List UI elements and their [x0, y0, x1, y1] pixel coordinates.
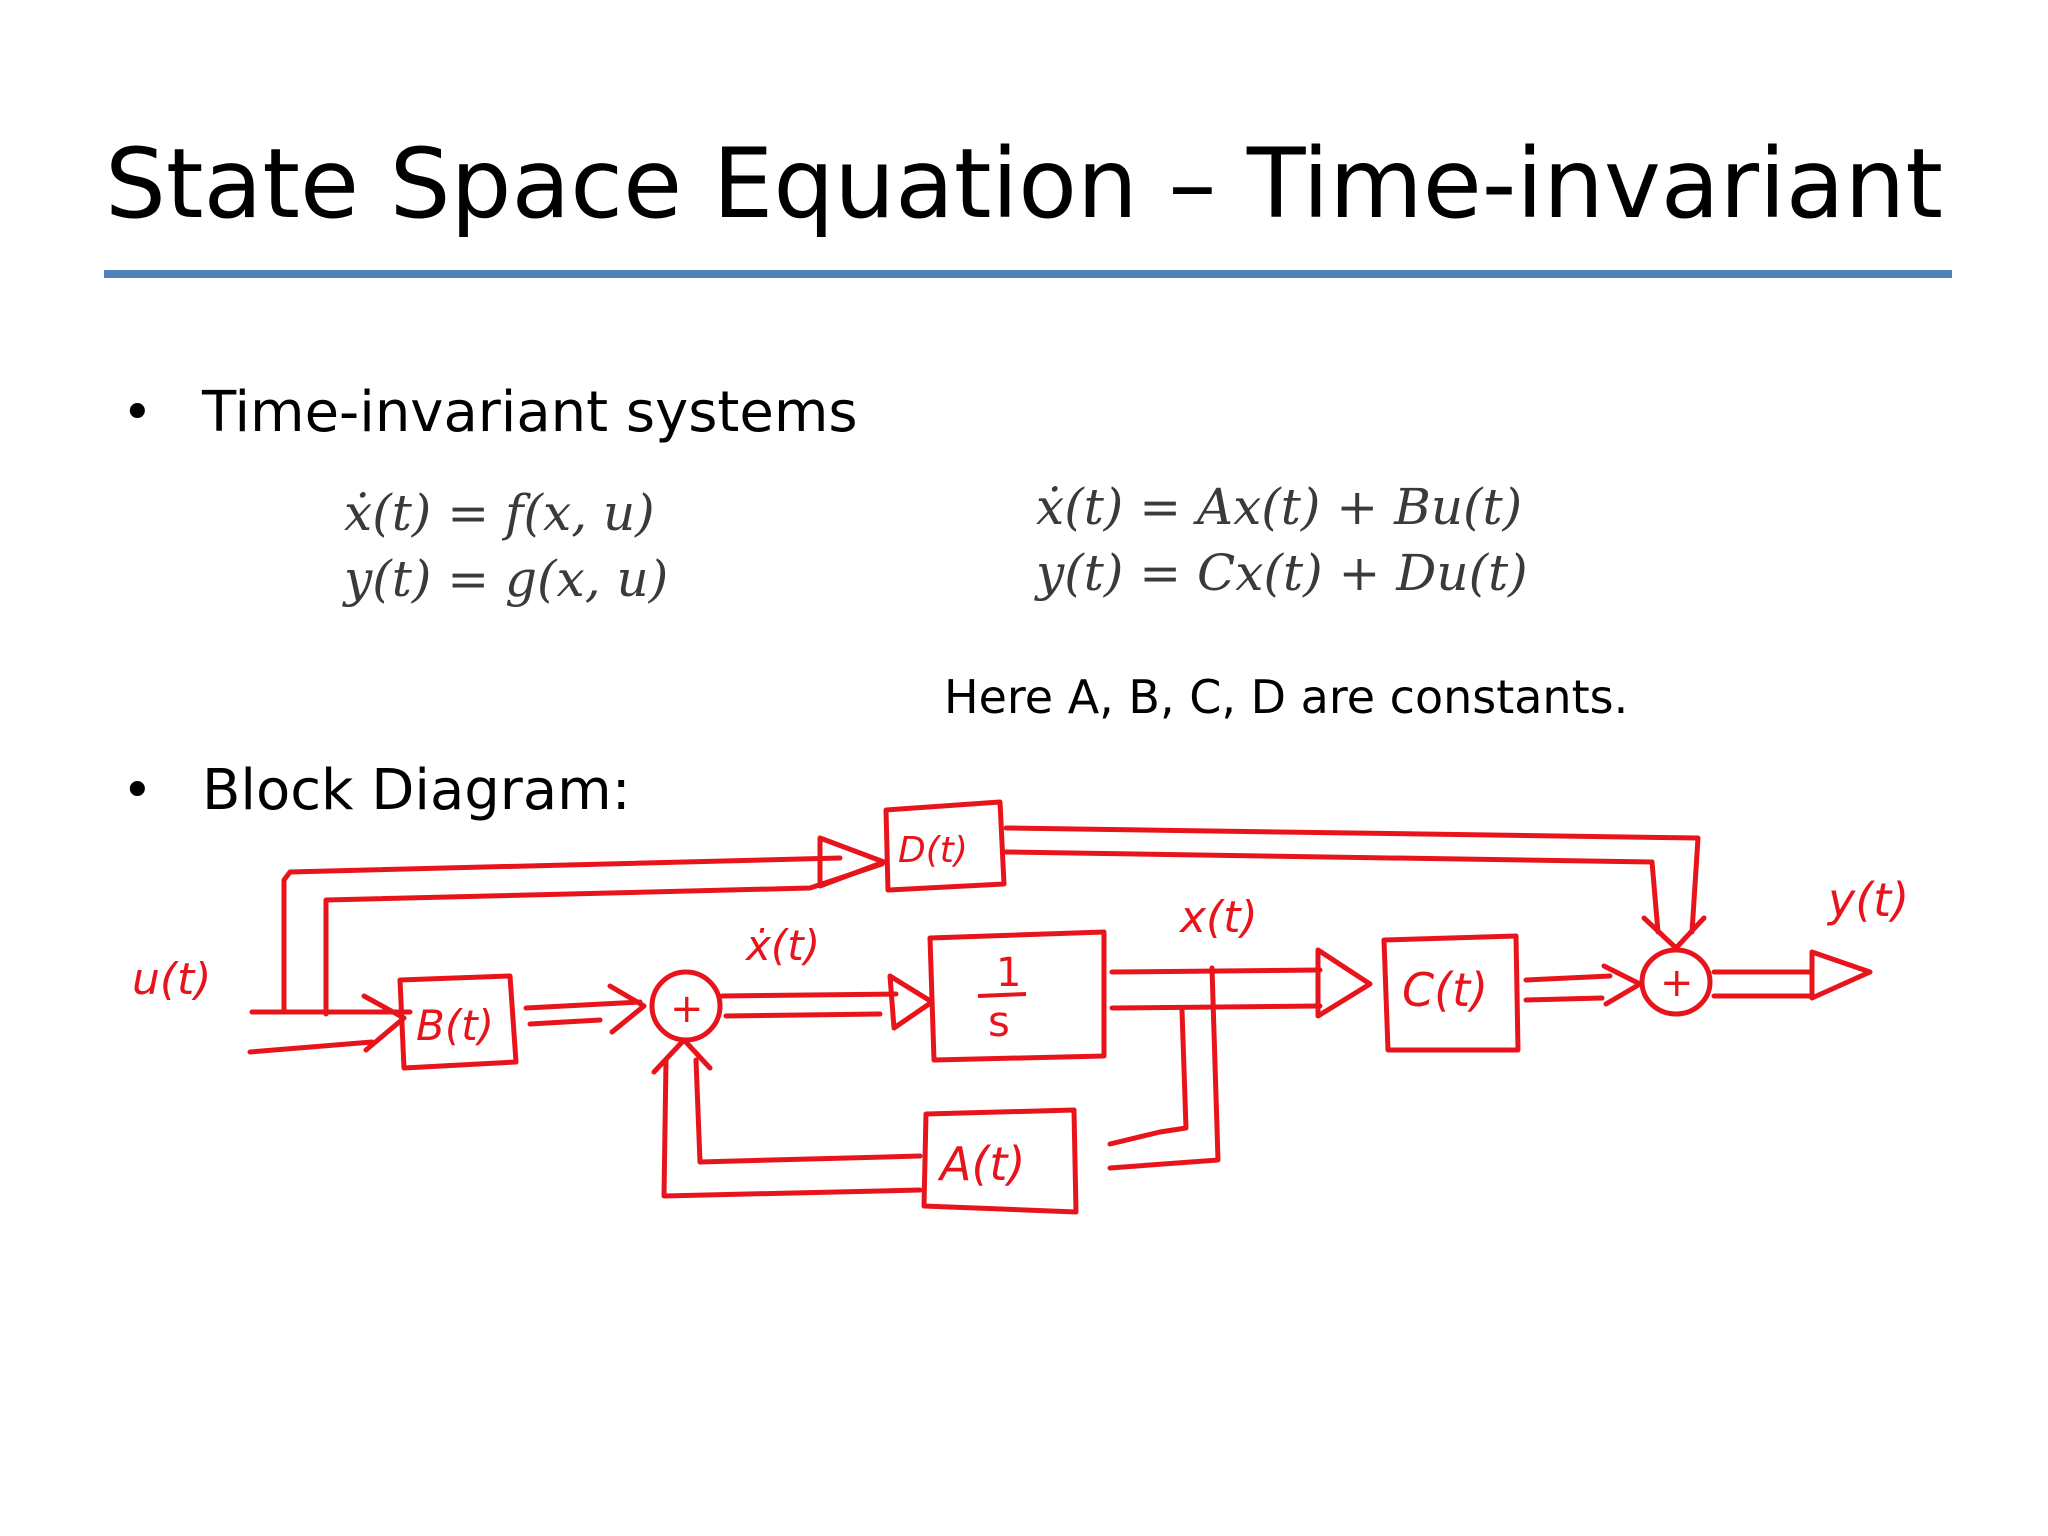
output-arrow [1809, 949, 1873, 1001]
derivative-label: ẋ(t) [744, 921, 820, 970]
equation-general: ẋ(t) = f(x, u) y(t) = g(x, u) [344, 480, 668, 612]
d-block [883, 799, 1007, 893]
constants-note: Here A, B, C, D are constants. [944, 670, 1629, 724]
b-output-line [523, 999, 643, 1011]
state-line [1109, 967, 1323, 975]
integrator-fraction-bar [977, 992, 1027, 998]
c-block-label: C(t) [1402, 963, 1488, 1017]
c-output-line [1523, 973, 1613, 983]
bullet-text: Block Diagram: [202, 758, 631, 823]
state-label: x(t) [1178, 892, 1258, 943]
integrator-block [927, 929, 1107, 1063]
output-summer [1639, 947, 1713, 1017]
slide-title: State Space Equation – Time-invariant [104, 128, 1944, 240]
arrow-into-sum-fb [651, 1037, 713, 1075]
title-underline [104, 270, 1952, 278]
arrow-into-d [817, 835, 887, 889]
arrow-into-c [1315, 947, 1373, 1019]
a-block [921, 1107, 1079, 1215]
feedback-path [1107, 965, 1221, 1171]
d-output-path [1003, 825, 1701, 935]
equation-line: y(t) = g(x, u) [344, 550, 669, 608]
state-line [1109, 1003, 1323, 1011]
integrator-denominator: s [988, 997, 1010, 1046]
feedforward-path [281, 855, 843, 1015]
bullet-text: Time-invariant systems [202, 380, 858, 445]
xdot-line [719, 991, 899, 999]
output-summer-sign: + [1660, 960, 1694, 1006]
input-line [247, 1039, 375, 1055]
equation-linear: ẋ(t) = Ax(t) + Bu(t) y(t) = Cx(t) + Du(t… [1036, 474, 1528, 606]
b-block-label: B(t) [416, 1001, 494, 1050]
arrow-into-sum-out [1641, 915, 1707, 951]
arrow-into-integrator [887, 973, 935, 1031]
b-output-line [527, 1017, 603, 1027]
c-output-line [1523, 995, 1605, 1003]
a-block-label: A(t) [937, 1137, 1025, 1191]
input-label: u(t) [132, 954, 211, 1005]
equation-line: ẋ(t) = Ax(t) + Bu(t) [1036, 478, 1523, 536]
output-label: y(t) [1826, 873, 1909, 927]
arrow-into-sum-out-c [1601, 963, 1643, 1007]
bullet-item-systems: • Time-invariant systems [104, 380, 858, 445]
bullet-marker: • [122, 760, 153, 821]
feedforward-path [323, 861, 885, 1017]
d-output-path [1003, 849, 1661, 935]
c-block [1381, 933, 1521, 1053]
bullet-item-block-diagram: • Block Diagram: [104, 758, 631, 823]
integrator-numerator: 1 [996, 950, 1021, 996]
equation-line: y(t) = Cx(t) + Du(t) [1036, 544, 1528, 602]
feedback-return [661, 1057, 923, 1199]
d-block-label: D(t) [898, 830, 968, 871]
input-summer-sign: + [670, 986, 704, 1032]
xdot-line [723, 1011, 883, 1019]
feedback-return [693, 1057, 923, 1165]
arrow-into-b [361, 993, 407, 1053]
bullet-marker: • [122, 382, 153, 443]
b-block [397, 973, 519, 1071]
input-summer [649, 969, 723, 1043]
equation-line: ẋ(t) = f(x, u) [344, 484, 655, 542]
feedback-path [1107, 1007, 1189, 1147]
arrow-into-sum-in [607, 983, 647, 1035]
